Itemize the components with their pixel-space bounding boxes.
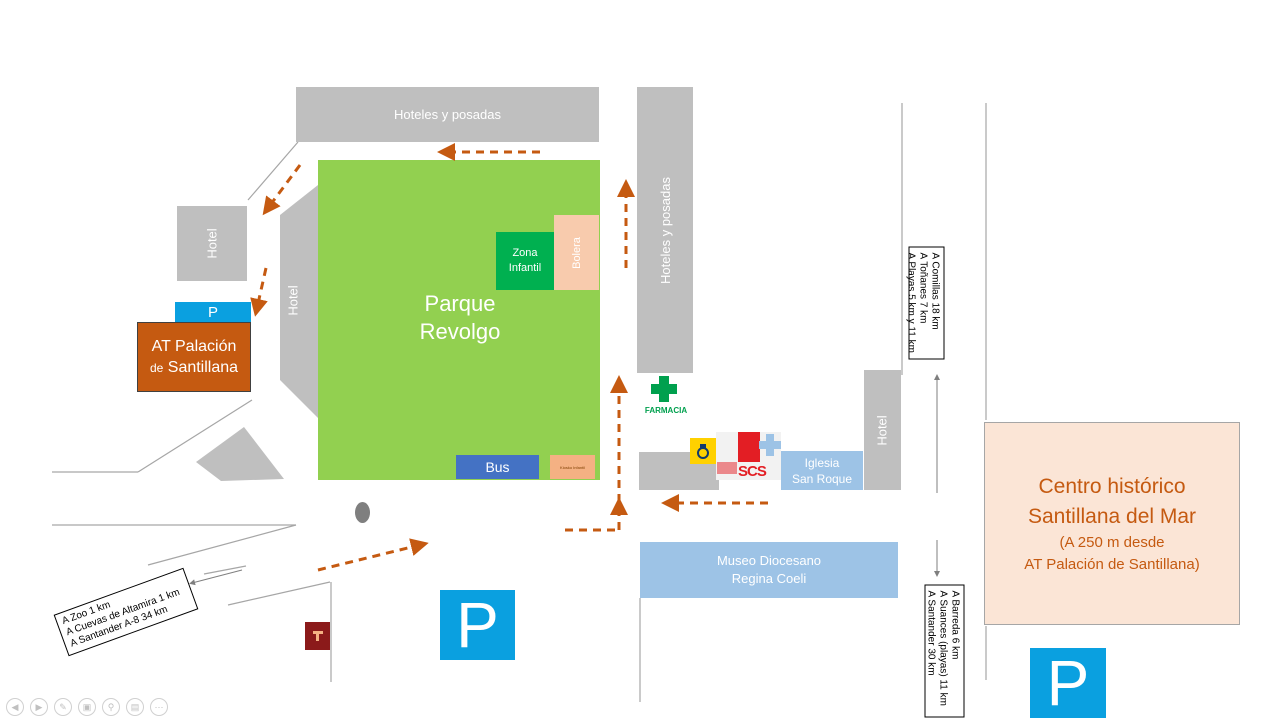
next-slide-icon[interactable]: ▶ [30,698,48,716]
arrow-to-hotel [250,267,268,317]
prev-slide-icon[interactable]: ◀ [6,698,24,716]
farmacia-label: FARMACIA [644,406,688,415]
museo-line2: Regina Coeli [731,571,807,586]
parking-right-label: P [1046,647,1090,719]
museo-diocesano: Museo Diocesano Regina Coeli [640,542,898,598]
bus-label: Bus [485,459,510,475]
at-palacion-hotel: AT Palación de Santillana [137,322,251,392]
kiosk-label: Kiosko Infantil [560,464,585,470]
park-title-line2: Revolgo [419,319,501,344]
roundabout-dot [355,502,370,523]
more-icon[interactable]: ⋯ [150,698,168,716]
bolera: Bolera [554,215,599,290]
at-palacion-line1: AT Palación [151,337,237,355]
zona-line2: Infantil [508,262,542,274]
arrow-diag-top-left [262,164,302,216]
hotel-park-shape [280,185,318,418]
park-title: Parque Revolgo [380,290,540,346]
parking-small-label: P [207,304,218,321]
at-palacion-line2: de Santillana [150,357,238,379]
hoteles-top-block: Hoteles y posadas [296,87,599,142]
parking-small: P [175,302,251,323]
zona-infantil: Zona Infantil [496,232,554,290]
kiosko-infantil: Kiosko Infantil [550,455,595,479]
gray-lot-shape [196,427,284,481]
iglesia-line1: Iglesia [804,455,840,470]
at-palacion-de: de [149,360,164,375]
hoteles-top-label: Hoteles y posadas [394,107,501,122]
hotel-right-block: Hotel [864,370,901,490]
zona-line1: Zona [512,247,538,259]
zoom-icon[interactable]: ⚲ [102,698,120,716]
health-small-text [717,462,737,474]
bus-stop: Bus [456,455,539,479]
correos-post-icon [690,438,716,464]
health-service-icon: SCS [716,432,781,480]
centro-line3: (A 250 m desde [1059,533,1165,551]
centro-line1: Centro histórico [1038,474,1186,498]
parque-revolgo [318,160,600,480]
slide-controls: ◀ ▶ ✎ ▣ ⚲ ▤ ⋯ [6,698,168,716]
parking-big: P [440,589,515,661]
museo-line1: Museo Diocesano [716,553,822,568]
slides-icon[interactable]: ▣ [78,698,96,716]
tourism-office-icon [305,622,330,650]
iglesia-san-roque: Iglesia San Roque [781,451,863,490]
pen-icon[interactable]: ✎ [54,698,72,716]
centro-line2: Santillana del Mar [1027,504,1197,528]
centro-line4: AT Palación de Santillana) [1024,555,1200,573]
green-cross-icon [651,376,677,402]
scs-label: SCS [738,463,767,480]
hoteles-side-block: Hoteles y posadas [637,87,693,373]
parking-big-label: P [456,589,499,661]
at-palacion-santillana: Santillana [167,358,239,376]
park-title-line1: Parque [424,291,496,316]
centro-historico: Centro histórico Santillana del Mar (A 2… [984,422,1240,625]
subtitles-icon[interactable]: ▤ [126,698,144,716]
arrow-into-park [317,538,429,572]
health-blue-cross-h [759,441,781,449]
health-red-square [738,432,760,462]
parking-right: P [1030,647,1106,719]
iglesia-line2: San Roque [791,471,853,486]
hotel-left-block: Hotel [177,206,247,281]
